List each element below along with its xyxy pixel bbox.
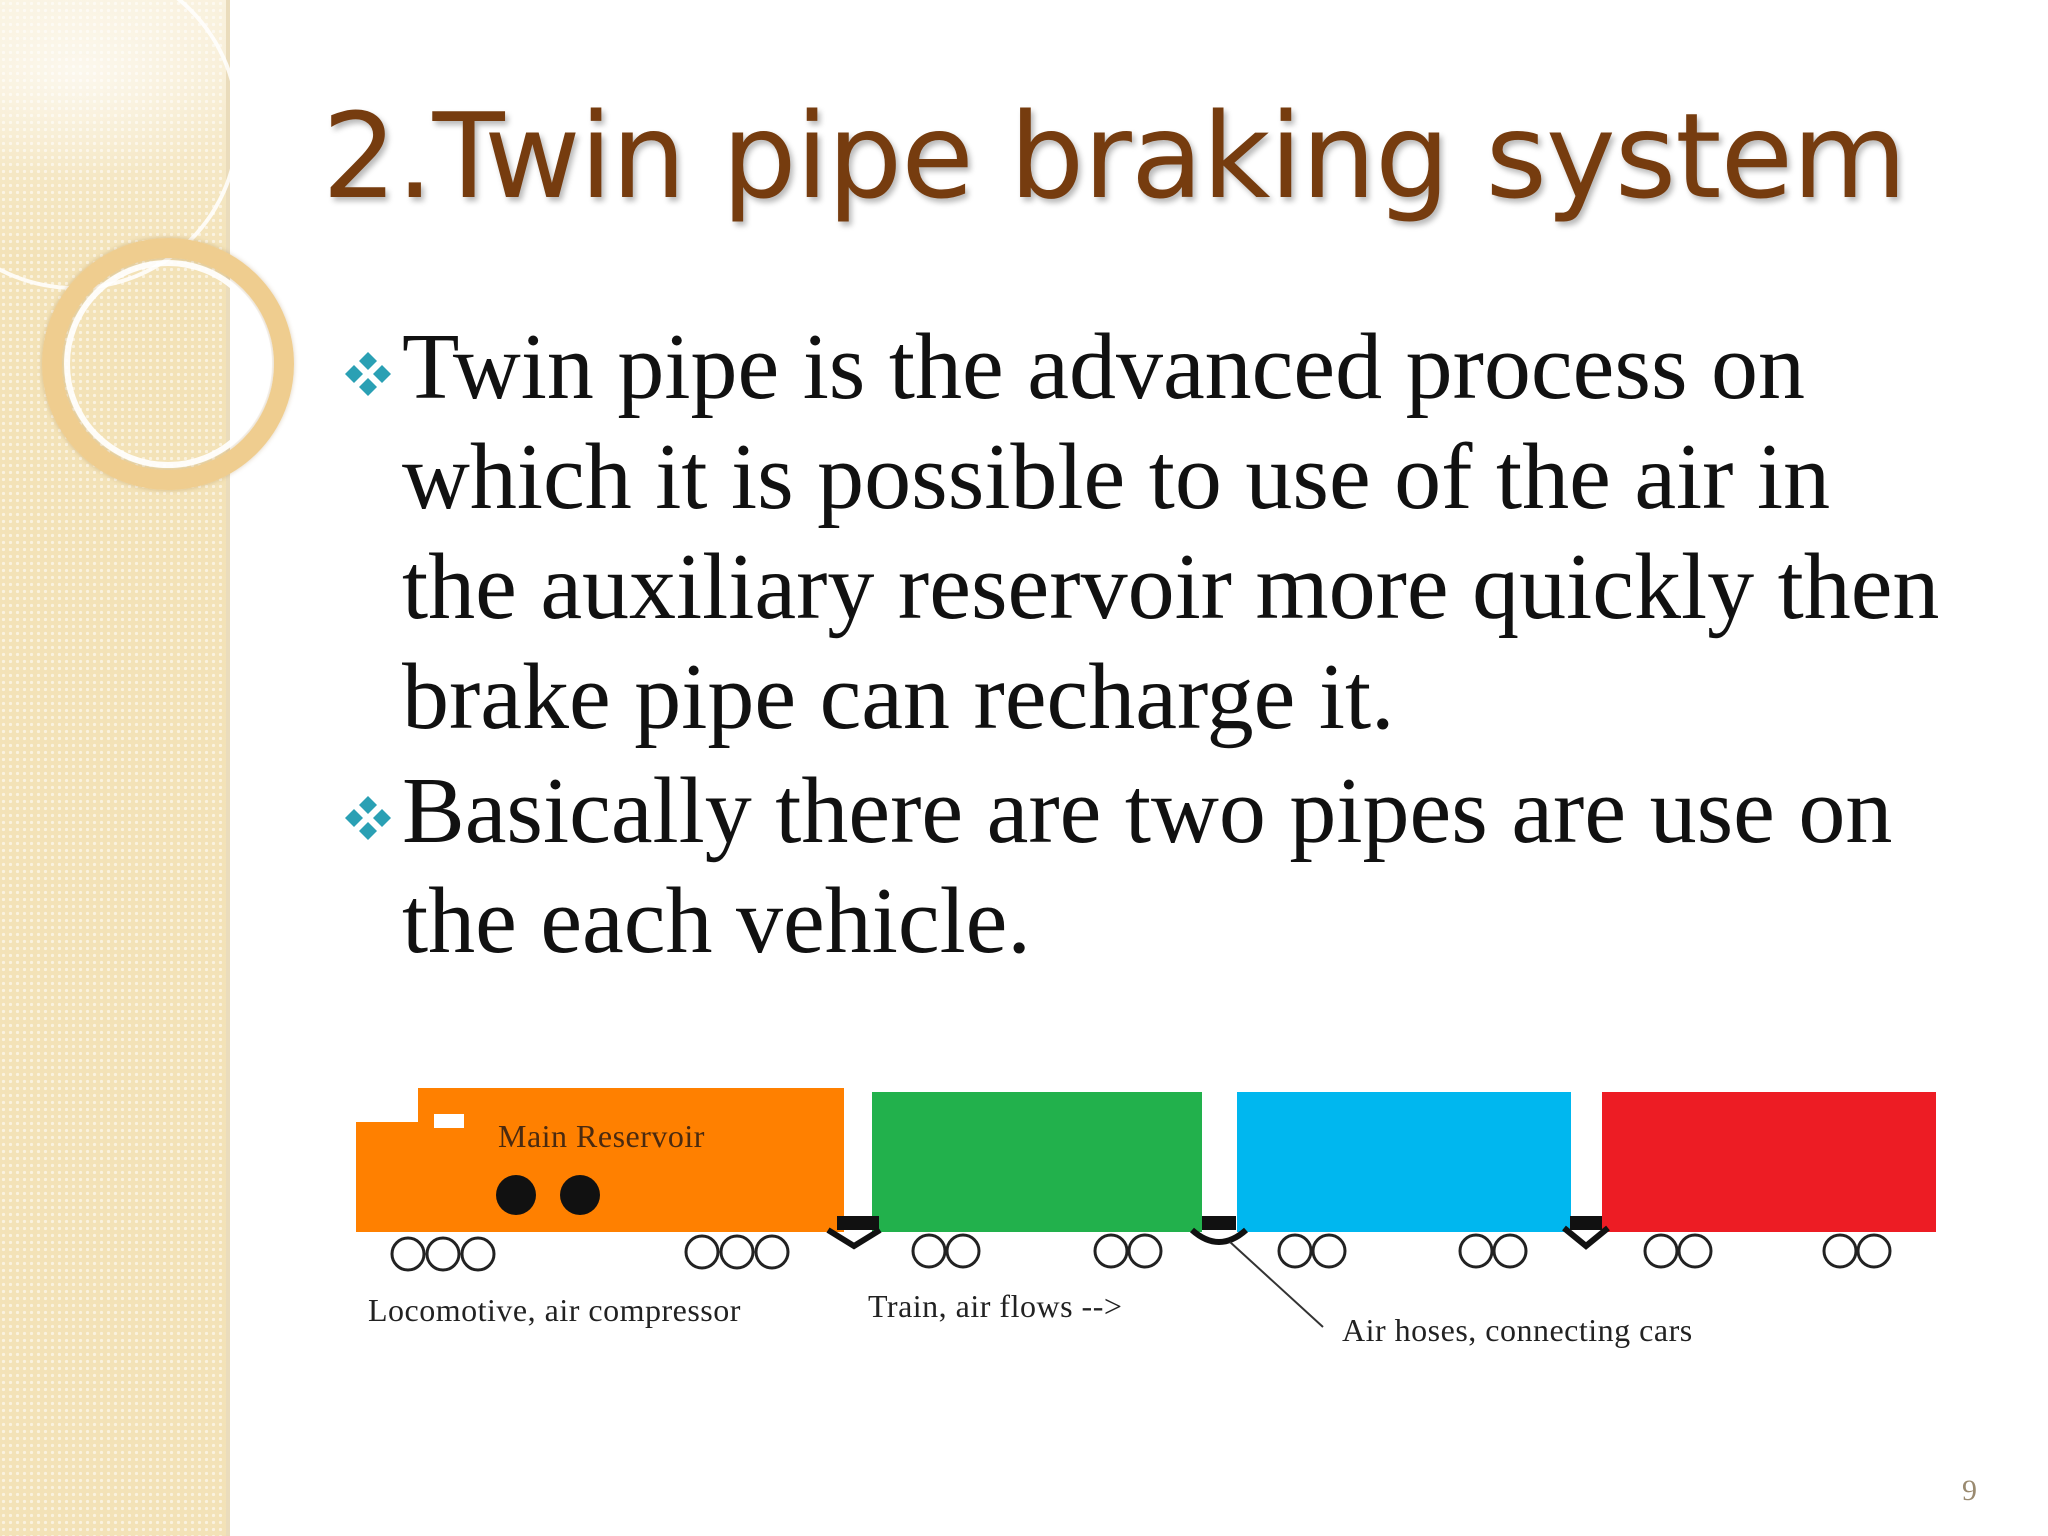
freight-car-green [872,1092,1202,1232]
train-brake-diagram: Main Reservoir Locomotive, air compresso… [350,1062,1950,1382]
wheel [1822,1233,1858,1269]
wheel-group [390,1233,1892,1272]
bullet-text: Basically there are two pipes are use on… [402,759,1893,973]
wheel [1127,1233,1163,1269]
wheel [684,1234,720,1270]
wheel [1093,1233,1129,1269]
freight-car-blue [1237,1092,1571,1232]
locomotive-body [356,1088,844,1232]
train-airflow-label: Train, air flows --> [868,1288,1123,1324]
diamond-bullet-icon [345,796,391,840]
wheel [719,1234,755,1270]
locomotive-light [560,1175,600,1215]
air-hose-group [826,1216,1610,1250]
wheel [1277,1233,1313,1269]
freight-car-red [1602,1092,1936,1232]
wheel [1677,1233,1713,1269]
air-hose [826,1227,882,1250]
air-hoses-label: Air hoses, connecting cars [1342,1312,1693,1348]
wheel [460,1236,496,1272]
wheel [911,1233,947,1269]
locomotive-label: Locomotive, air compressor [368,1292,741,1328]
air-hose-pointer-line [1229,1241,1324,1328]
wheel [390,1236,426,1272]
bullet-item: Twin pipe is the advanced process on whi… [340,312,1940,752]
decorative-ring-inner [64,260,272,468]
coupler [1570,1216,1602,1230]
wheel [754,1234,790,1270]
wheel [945,1233,981,1269]
coupler [1202,1216,1236,1230]
wheel [425,1236,461,1272]
page-number: 9 [1962,1474,1977,1507]
slide-title: 2.Twin pipe braking system [322,87,1907,225]
wheel [1643,1233,1679,1269]
bullet-item: Basically there are two pipes are use on… [340,756,1940,976]
wheel [1856,1233,1892,1269]
train-diagram-graphic [356,1088,1936,1328]
coupler [837,1216,879,1230]
air-hose [1190,1227,1248,1245]
locomotive-window [434,1114,464,1128]
side-band-edge [226,0,230,1536]
wheel [1311,1233,1347,1269]
locomotive-light [496,1175,536,1215]
main-reservoir-label: Main Reservoir [498,1118,705,1154]
wheel [1492,1233,1528,1269]
bullet-list: Twin pipe is the advanced process on whi… [340,312,1940,980]
diamond-bullet-icon [345,352,391,396]
bullet-text: Twin pipe is the advanced process on whi… [402,315,1940,749]
air-hose [1562,1225,1610,1250]
wheel [1458,1233,1494,1269]
